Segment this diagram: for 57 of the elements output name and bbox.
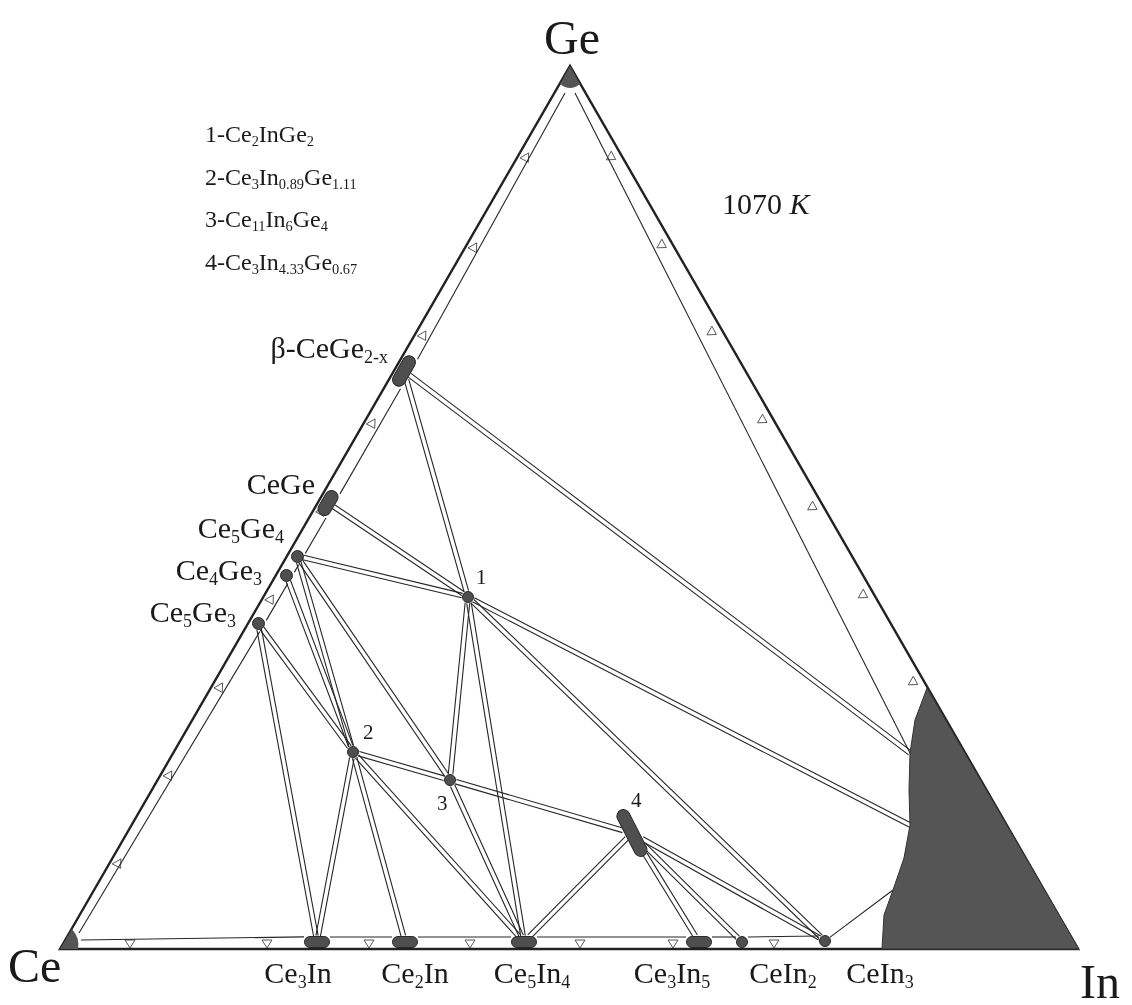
tie-line [711,936,737,938]
tie-line [298,559,450,777]
phase-label: Ce$_{3}$In [264,958,332,988]
tie-line [407,372,912,756]
tie-line [357,750,446,782]
tie-line [302,554,464,599]
tie-line [642,852,698,938]
tie-line [80,936,305,941]
tie-line [403,378,470,593]
formula-label: 3-Ce$_{11}$In$_{6}$Ge$_{4}$ [205,207,328,231]
formula-label: 4-Ce$_{3}$In$_{4.33}$Ge$_{0.67}$ [205,250,358,274]
tie-line [354,754,522,939]
phase-label: 1 [476,566,487,588]
tie-line [351,756,407,938]
phase-label: In [1080,958,1120,1005]
tie-line [304,517,327,554]
tie-line [285,579,354,748]
tie-line [296,561,355,748]
tie-line [256,628,319,937]
tie-line [332,504,465,597]
phase-label: Ge [544,14,600,62]
tie-line [447,602,471,775]
tie-line [640,836,822,941]
tie-line [536,936,687,938]
phase-label: 4 [631,789,642,811]
tie-line [466,602,526,937]
phase-label: CeIn$_{2}$ [749,958,817,988]
formula-label: 1-Ce$_{2}$InGe$_{2}$ [205,122,315,146]
tie-line [315,756,355,937]
phase-label: Ce$_{4}$Ge$_{3}$ [175,555,262,585]
tie-line [449,783,524,938]
phase-label: CeIn$_{3}$ [846,958,914,988]
phase-label: Ce$_{2}$In [381,958,449,988]
tie-line [454,778,625,834]
phase-label: β-CeGe$_{2-x}$ [270,333,388,363]
tie-line [265,583,289,621]
phase-label: Ce$_{5}$Ge$_{3}$ [149,597,236,627]
tie-line [339,388,402,495]
tie-line [293,564,300,573]
formula-label: 2-Ce$_{3}$In$_{0.89}$Ge$_{1.11}$ [205,165,357,189]
tie-line [829,889,894,938]
tie-line [78,631,261,934]
tie-line [417,936,512,938]
tie-line [259,626,352,750]
phase-label: Ce [8,942,62,990]
phase-label: Ce$_{5}$Ge$_{4}$ [197,513,284,543]
phase-label: Ce$_{3}$In$_{5}$ [633,958,711,988]
phase-label: 3 [437,792,448,814]
phase-label: Ce$_{5}$In$_{4}$ [493,958,571,988]
tie-line [574,92,911,754]
tie-line [747,935,820,938]
temperature-label: 1070 K [722,189,810,219]
tie-line [329,936,393,938]
tie-line [527,836,629,939]
tie-line [470,598,823,940]
phase-label: CeGe [246,469,315,499]
phase-label: 2 [363,721,374,743]
